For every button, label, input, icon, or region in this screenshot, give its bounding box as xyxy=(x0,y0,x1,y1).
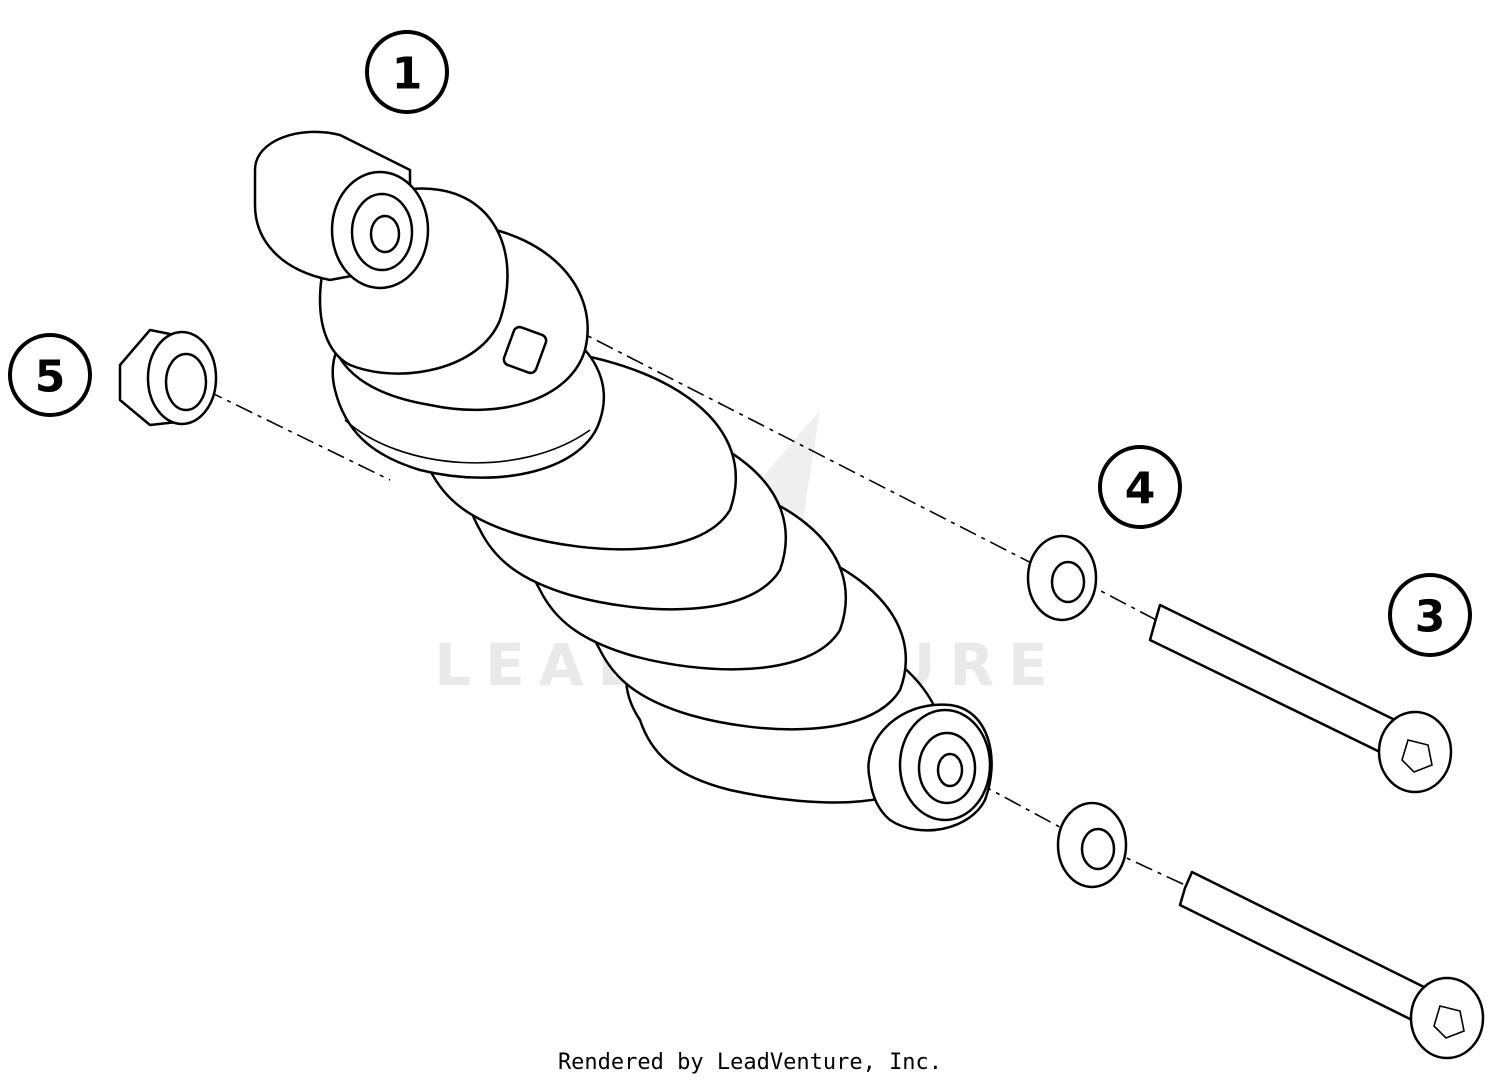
nut-part-5 xyxy=(118,328,218,427)
shock-absorber xyxy=(253,130,993,832)
washer-part-4-lower xyxy=(1056,801,1128,889)
callout-4-label: 4 xyxy=(1125,464,1156,515)
washer-part-4-upper xyxy=(1026,534,1098,622)
callout-1: 1 xyxy=(365,30,449,114)
callout-3-label: 3 xyxy=(1415,592,1446,643)
callout-5-label: 5 xyxy=(35,352,66,403)
render-credit: Rendered by LeadVenture, Inc. xyxy=(557,1050,943,1075)
callout-1-label: 1 xyxy=(392,49,423,100)
callout-4: 4 xyxy=(1098,445,1182,529)
bolt-part-3-upper xyxy=(1148,603,1453,794)
callout-3: 3 xyxy=(1388,573,1472,657)
callout-5: 5 xyxy=(8,333,92,417)
bolt-part-3-lower xyxy=(1178,870,1485,1060)
